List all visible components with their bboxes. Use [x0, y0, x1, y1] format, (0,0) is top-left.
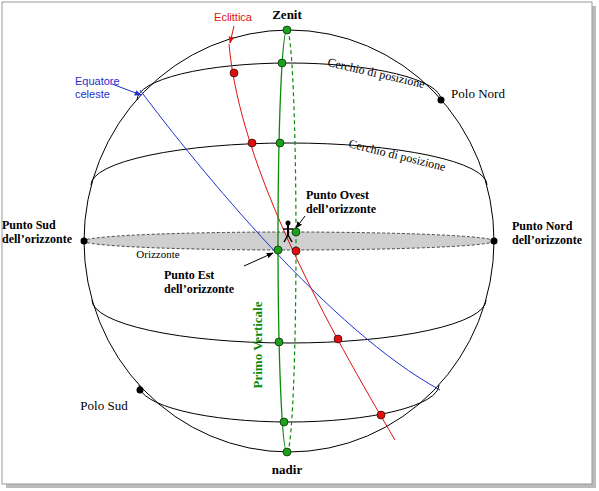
- pole-point: [137, 387, 144, 394]
- position-circle: [139, 385, 439, 422]
- vertical-point: [276, 139, 284, 147]
- point-label: Punto Est dell’orizzonte: [164, 269, 256, 297]
- vertical-point: [283, 448, 291, 456]
- sphere-outline: [84, 30, 494, 452]
- horizon-label: Orizzonte: [136, 248, 179, 261]
- vertical-point: [275, 338, 283, 346]
- ecliptic-label: Eclittica: [214, 11, 252, 24]
- ecliptic-point: [334, 335, 342, 343]
- ecliptic-point: [248, 139, 256, 147]
- vertical-point: [278, 59, 286, 67]
- vertical-point: [274, 246, 282, 254]
- pole-point: [438, 97, 445, 104]
- point-label: Punto Nord dell’orizzonte: [512, 220, 592, 248]
- point-label: Punto Ovest dell’orizzonte: [306, 189, 406, 217]
- equator-label: Equatore celeste: [75, 75, 133, 100]
- observer-figure: [283, 221, 293, 243]
- cardinal-point: [491, 238, 498, 245]
- cardinal-point: [81, 238, 88, 245]
- observer-arms: [283, 228, 293, 230]
- pole-label: Polo Nord: [451, 87, 505, 102]
- point-label: Punto Sud dell’orizzonte: [2, 219, 94, 247]
- ecliptic-point: [377, 411, 385, 419]
- leader-arrow: [296, 216, 305, 228]
- celestial-equator: [140, 90, 440, 390]
- observer-body: [287, 225, 289, 235]
- leader-arrow: [244, 253, 273, 266]
- frame: [2, 2, 592, 484]
- nadir-label: nadir: [272, 463, 302, 478]
- prime-vertical: [278, 30, 287, 452]
- ecliptic-point: [230, 69, 238, 77]
- observer-head: [286, 221, 291, 226]
- ecliptic-point: [292, 247, 300, 255]
- vertical-point: [283, 26, 291, 34]
- observer-leg: [288, 235, 292, 242]
- zenith-label: Zenit: [272, 8, 302, 23]
- ecliptic: [229, 44, 395, 440]
- position-circle: [92, 300, 486, 343]
- vertical-point: [280, 418, 288, 426]
- vertical-label: Primo Verticale: [251, 302, 266, 389]
- prime-vertical-back: [287, 30, 296, 452]
- pole-label: Polo Sud: [80, 399, 127, 414]
- leader-arrow: [230, 26, 234, 43]
- vertical-point: [292, 228, 300, 236]
- observer-leg: [284, 235, 288, 242]
